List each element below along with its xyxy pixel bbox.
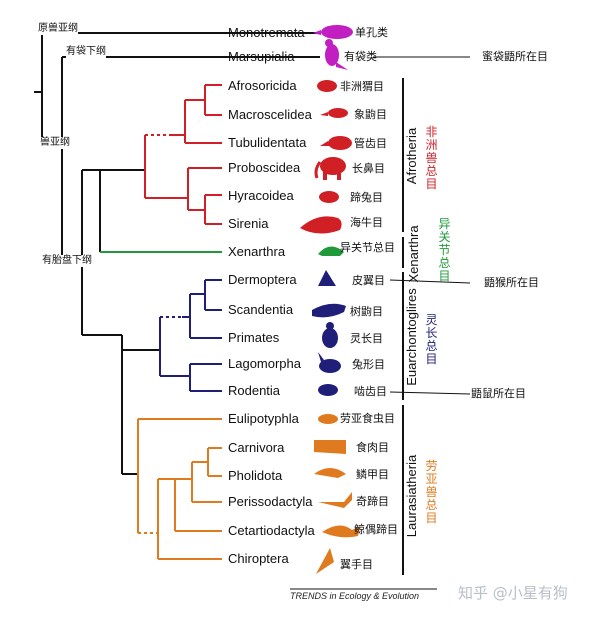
aardvark-silhouette-icon — [320, 136, 352, 150]
taxon-label-eulipotyphla: Eulipotyphla — [228, 411, 299, 426]
hyrax-silhouette-icon — [319, 191, 339, 203]
watermark: 知乎 @小星有狗 — [458, 584, 568, 602]
monotreme-silhouette-icon — [313, 25, 353, 39]
bat-silhouette-icon — [316, 548, 334, 574]
taxon-cn-sirenia: 海牛目 — [350, 216, 383, 229]
source-credit: TRENDS in Ecology & Evolution — [290, 591, 420, 601]
taxon-label-dermoptera: Dermoptera — [228, 272, 297, 287]
node-label-theria: 兽亚纲 — [40, 137, 70, 149]
taxon-label-cetartiodactyla: Cetartiodactyla — [228, 523, 315, 538]
taxon-cn-pholidota: 鳞甲目 — [356, 468, 389, 481]
horse-silhouette-icon — [318, 492, 352, 508]
elephant-silhouette-icon — [314, 157, 346, 180]
taxon-cn-carnivora: 食肉目 — [356, 441, 389, 454]
taxon-cn-primates: 灵长目 — [350, 332, 383, 345]
kangaroo-silhouette-icon — [325, 39, 348, 70]
manatee-silhouette-icon — [300, 216, 342, 234]
taxon-cn-eulipotyphla: 劳亚食虫目 — [340, 412, 395, 425]
taxon-cn-macroscelidea: 象鼩目 — [354, 108, 387, 121]
primate-silhouette-icon — [322, 322, 338, 348]
taxon-label-marsupialia: Marsupialia — [228, 49, 295, 64]
treeshrew-silhouette-icon — [312, 303, 346, 318]
group-cn-afrotheria: 非洲兽总目 — [425, 125, 438, 191]
note-kangaroo-order: 蜜袋鼯所在目 — [482, 50, 548, 63]
taxon-label-xenarthra: Xenarthra — [228, 244, 286, 259]
taxon-label-macroscelidea: Macroscelidea — [228, 107, 312, 122]
group-label-euarchontoglires: Euarchontoglires — [404, 288, 419, 386]
taxon-label-carnivora: Carnivora — [228, 440, 285, 455]
colugo-silhouette-icon — [318, 270, 336, 286]
node-label-prototheria: 原兽亚纲 — [38, 23, 78, 35]
node-label-metatheria: 有袋下纲 — [66, 46, 106, 58]
armadillo-silhouette-icon — [318, 246, 344, 256]
taxon-label-proboscidea: Proboscidea — [228, 160, 301, 175]
taxon-cn-hyracoidea: 蹄兔目 — [350, 191, 383, 204]
taxon-label-chiroptera: Chiroptera — [228, 551, 289, 566]
taxon-cn-lagomorpha: 兔形目 — [352, 358, 385, 371]
carnivore-silhouette-icon — [314, 440, 346, 454]
taxon-cn-scandentia: 树鼩目 — [350, 305, 383, 318]
taxon-label-rodentia: Rodentia — [228, 383, 281, 398]
node-label-eutheria: 有胎盘下纲 — [42, 255, 92, 267]
rodent-silhouette-icon — [318, 384, 338, 396]
taxon-label-scandentia: Scandentia — [228, 302, 294, 317]
taxon-label-perissodactyla: Perissodactyla — [228, 494, 313, 509]
group-cn-laurasiatheria: 劳亚兽总目 — [425, 459, 438, 525]
taxon-cn-perissodactyla: 奇蹄目 — [356, 495, 389, 508]
group-label-afrotheria: Afrotheria — [404, 127, 419, 185]
taxon-cn-chiroptera: 翼手目 — [340, 558, 373, 571]
taxon-label-pholidota: Pholidota — [228, 468, 283, 483]
group-cn-xenarthra: 异关节总目 — [438, 217, 451, 283]
taxon-cn-afrosoricida: 非洲猬目 — [340, 80, 384, 93]
taxon-label-monotremata: Monotremata — [228, 25, 305, 40]
taxon-cn-tubulidentata: 管齿目 — [354, 137, 387, 150]
group-label-laurasiatheria: Laurasiatheria — [404, 454, 419, 538]
note-squirrel-order: 鼯鼠所在目 — [471, 387, 526, 400]
elephant-shrew-silhouette-icon — [320, 108, 348, 118]
taxon-label-sirenia: Sirenia — [228, 216, 269, 231]
group-cn-euarchontoglires: 灵长总目 — [425, 313, 438, 366]
taxon-cn-dermoptera: 皮翼目 — [352, 274, 385, 287]
whale-silhouette-icon — [322, 525, 360, 538]
taxon-label-hyracoidea: Hyracoidea — [228, 188, 294, 203]
taxon-cn-xenarthra: 异关节总目 — [340, 241, 395, 254]
taxon-cn-proboscidea: 长鼻目 — [352, 162, 385, 175]
pangolin-silhouette-icon — [314, 468, 346, 478]
taxon-label-tubulidentata: Tubulidentata — [228, 135, 307, 150]
taxon-label-primates: Primates — [228, 330, 280, 345]
taxon-cn-cetartiodactyla: 鲸偶蹄目 — [354, 523, 398, 536]
taxon-cn-marsupialia: 有袋类 — [344, 50, 377, 63]
taxon-cn-rodentia: 啮齿目 — [354, 385, 387, 398]
note-colugo-order: 鼯猴所在目 — [484, 276, 539, 289]
hedgehog-silhouette-icon — [318, 414, 338, 424]
tenrec-silhouette-icon — [317, 80, 337, 92]
taxon-cn-monotremata: 单孔类 — [355, 26, 388, 39]
taxon-label-lagomorpha: Lagomorpha — [228, 356, 301, 371]
taxon-label-afrosoricida: Afrosoricida — [228, 78, 297, 93]
rabbit-silhouette-icon — [318, 352, 341, 373]
group-label-xenarthra: Xenarthra — [406, 225, 421, 283]
